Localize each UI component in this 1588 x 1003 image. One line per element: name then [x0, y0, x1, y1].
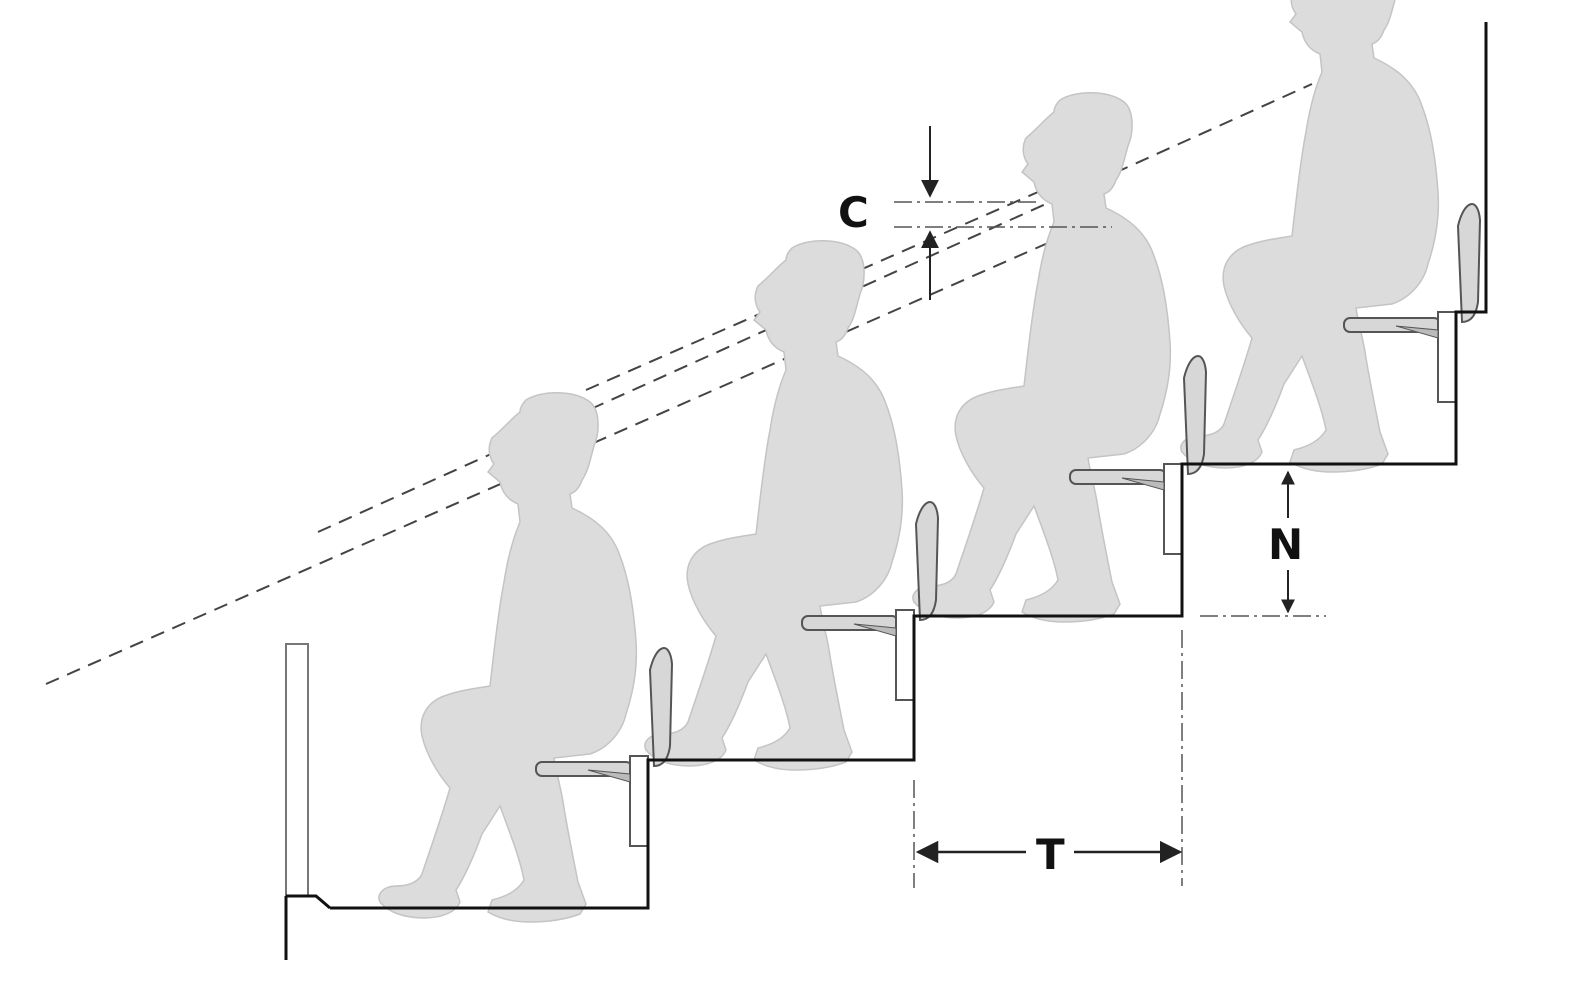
dimension-label-n: N	[1266, 520, 1306, 570]
dimension-label-t: T	[1030, 834, 1071, 876]
seated-person-row-2	[644, 239, 904, 771]
sightline-upper	[317, 83, 1313, 533]
sightline-middle	[585, 191, 1039, 391]
front-railing	[284, 643, 331, 960]
seated-person-row-3	[912, 91, 1172, 623]
seated-figures	[378, 0, 1440, 923]
dimension-label-c: C	[838, 188, 869, 237]
dimension-t	[913, 630, 1183, 888]
seated-person-row-1	[378, 391, 638, 923]
dimension-c	[894, 126, 1112, 300]
stepped-floor-profile	[330, 22, 1488, 910]
seated-person-row-4	[1180, 0, 1440, 473]
dimension-n	[1200, 470, 1326, 617]
